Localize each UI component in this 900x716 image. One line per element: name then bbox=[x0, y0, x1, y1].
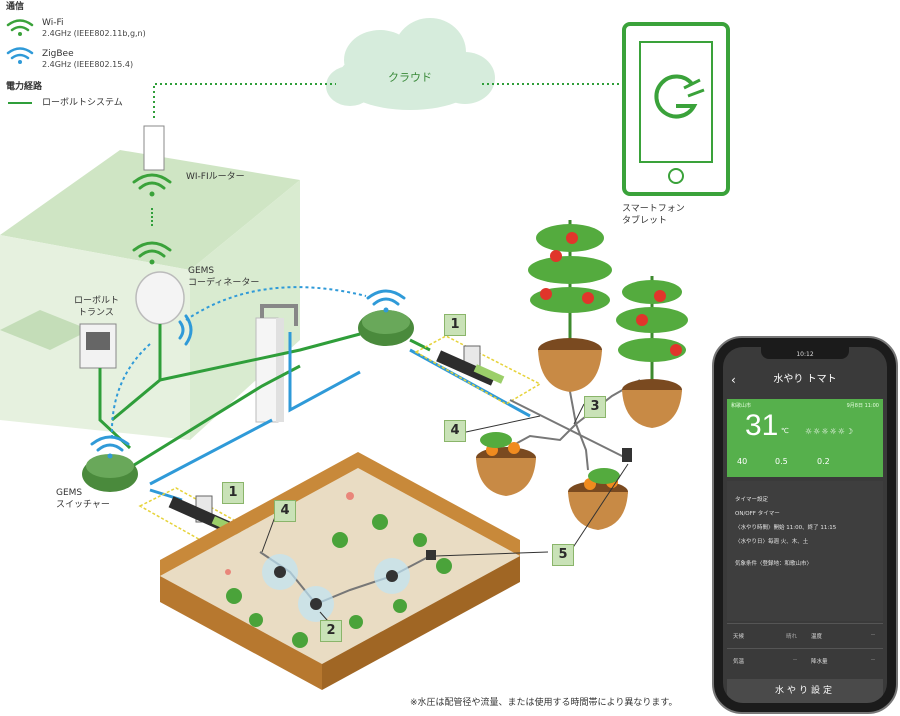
callout-2: 2 bbox=[320, 620, 342, 642]
phone-notch bbox=[761, 347, 849, 359]
gems-app-logo-icon bbox=[654, 74, 705, 119]
legend-wifi-band: 2.4GHz (IEEE802.11b,g,n) bbox=[42, 29, 146, 38]
faucet-pillar bbox=[255, 317, 279, 423]
rain-value: 0.5 bbox=[775, 457, 788, 466]
zigbee-link-2 bbox=[110, 343, 151, 439]
cloud-router-link bbox=[153, 83, 336, 118]
timer-line: 気象条件〈登録地：和歌山市〉 bbox=[735, 561, 813, 567]
bed-end-cap bbox=[426, 550, 436, 560]
cloud bbox=[326, 18, 495, 110]
switcher-label-2: スイッチャー bbox=[56, 500, 110, 510]
callout-1-left: 1 bbox=[222, 482, 244, 504]
legend-comm-title: 通信 bbox=[6, 2, 25, 12]
wind-value: 0.2 bbox=[817, 457, 830, 466]
callout-4-left: 4 bbox=[274, 500, 296, 522]
weather-cell: 天候晴れ bbox=[727, 623, 805, 648]
wifi-router bbox=[143, 125, 165, 171]
plant-pots bbox=[476, 338, 682, 530]
timer-settings: タイマー設定 ON/OFF タイマー 〈水やり時間〉開始 11:00、終了 11… bbox=[727, 481, 883, 621]
coordinator-label-2: コーディネーター bbox=[188, 278, 260, 288]
footnote: ※水圧は配管径や流量、または使用する時間帯により異なります。 bbox=[410, 698, 678, 708]
rainfall-cell: 降水量-- bbox=[805, 648, 883, 673]
gems-coordinator bbox=[135, 271, 185, 325]
legend-wifi-name: Wi-Fi bbox=[42, 18, 64, 28]
callout-leaders bbox=[261, 403, 629, 629]
conditions-grid: 天候晴れ 温度-- 気温-- 降水量-- bbox=[727, 623, 883, 673]
router-label: WI-FIルーター bbox=[186, 172, 245, 182]
cloud-label: クラウド bbox=[388, 71, 432, 84]
power-wires bbox=[98, 324, 431, 472]
callout-5: 5 bbox=[552, 544, 574, 566]
air-temp-cell: 気温-- bbox=[727, 648, 805, 673]
legend-zigbee-band: 2.4GHz (IEEE802.15.4) bbox=[42, 60, 134, 69]
app-header: ‹ 水やり トマト bbox=[723, 365, 887, 395]
temperature-value: 31 bbox=[745, 409, 779, 442]
legend-zigbee-name: ZigBee bbox=[42, 49, 74, 59]
legend-zigbee-icon bbox=[6, 47, 34, 64]
coordinator-wifi-icon bbox=[132, 241, 172, 265]
weather-panel: 和歌山市 9月8日 11:00 31 ℃ ☼☼☼☼☼☽ 40 0.5 0.2 bbox=[727, 399, 883, 477]
tablet bbox=[622, 22, 730, 196]
legend-power-line-label: ローボルトシステム bbox=[42, 98, 123, 108]
switcher-zigbee-icon bbox=[90, 435, 130, 459]
router-wifi-icon bbox=[132, 173, 172, 197]
callout-3: 3 bbox=[584, 396, 606, 418]
watering-settings-button[interactable]: 水やり設定 bbox=[727, 679, 883, 703]
timer-line: タイマー設定 bbox=[735, 497, 769, 503]
bed-plants bbox=[225, 492, 452, 648]
legend-power-title: 電力経路 bbox=[6, 82, 43, 92]
tomato-plants bbox=[528, 220, 688, 380]
callout-1-right: 1 bbox=[444, 314, 466, 336]
trans-label-1: ローボルト bbox=[74, 296, 120, 306]
valve-highlight-right bbox=[414, 335, 542, 405]
coordinator-label-1: GEMS bbox=[188, 266, 215, 276]
timer-line: 〈水やり時間〉開始 11:00、終了 11:15 bbox=[735, 525, 837, 531]
smartphone-label-1: スマートフォン bbox=[622, 204, 685, 214]
temperature-cell: 温度-- bbox=[805, 623, 883, 648]
temperature-unit: ℃ bbox=[781, 427, 789, 435]
legend-wifi-icon bbox=[6, 19, 34, 36]
smartphone: 10:12 ‹ 水やり トマト 和歌山市 9月8日 11:00 31 ℃ ☼☼☼… bbox=[712, 336, 898, 714]
forecast-sun-icon: ☼☼☼☼☼☽ bbox=[805, 427, 855, 436]
phone-screen: 10:12 ‹ 水やり トマト 和歌山市 9月8日 11:00 31 ℃ ☼☼☼… bbox=[723, 347, 887, 703]
raised-garden-bed bbox=[160, 452, 520, 690]
smartphone-label-2: タブレット bbox=[622, 216, 668, 226]
trans-label-2: トランス bbox=[78, 308, 114, 318]
timer-line: 〈水やり日〉毎週 火、木、土 bbox=[735, 539, 809, 545]
status-time: 10:12 bbox=[796, 351, 814, 358]
weather-location: 和歌山市 bbox=[731, 403, 752, 409]
house bbox=[0, 150, 300, 440]
sprinklers bbox=[259, 551, 431, 622]
app-title: 水やり トマト bbox=[773, 374, 837, 385]
chevron-left-icon[interactable]: ‹ bbox=[731, 373, 736, 387]
timer-line: ON/OFF タイマー bbox=[735, 511, 780, 517]
switcher-label-1: GEMS bbox=[56, 488, 83, 498]
callout-4-right: 4 bbox=[444, 420, 466, 442]
weather-date: 9月8日 11:00 bbox=[846, 403, 879, 409]
pressure-regulator bbox=[622, 448, 632, 462]
humidity-value: 40 bbox=[737, 457, 748, 466]
switcher-right-zigbee-icon bbox=[366, 289, 406, 313]
